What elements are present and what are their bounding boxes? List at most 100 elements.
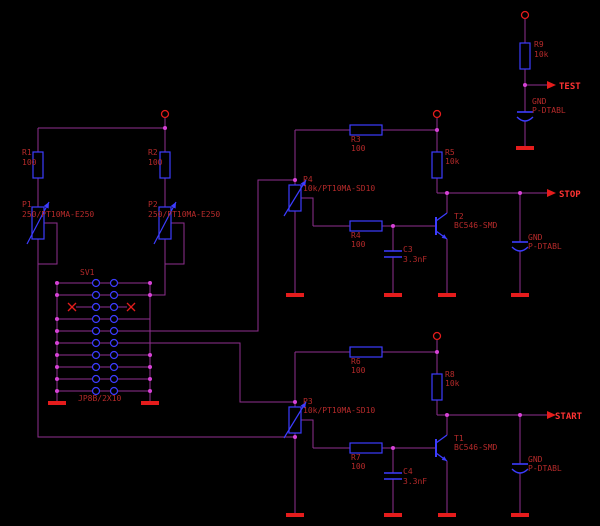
resistor-body[interactable] (519, 42, 531, 70)
resistor-R8[interactable] (431, 373, 443, 401)
component-label: R4 (351, 231, 361, 240)
supply-terminal[interactable] (432, 331, 442, 341)
connector-pin[interactable] (91, 326, 101, 336)
transistor-T1[interactable] (435, 434, 448, 462)
connector-pin[interactable] (91, 302, 101, 312)
resistor-body[interactable] (159, 151, 171, 179)
trimmer-P3[interactable] (283, 401, 307, 439)
resistor-R2[interactable] (159, 151, 171, 179)
wiper-arrow (153, 201, 177, 245)
connector-pin[interactable] (91, 362, 101, 372)
trimmer-P1[interactable] (26, 201, 50, 245)
resistor-R4[interactable] (349, 220, 383, 232)
pad-capacitor-gnd[interactable] (511, 241, 529, 252)
trimmer-body[interactable] (288, 406, 302, 434)
gnd-symbol[interactable] (511, 293, 529, 297)
connector-pin[interactable] (109, 290, 119, 300)
capacitor-C4[interactable] (384, 472, 402, 480)
resistor-body[interactable] (431, 373, 443, 401)
resistor-R7[interactable] (349, 442, 383, 454)
net-flag-arrow[interactable] (547, 80, 556, 90)
gnd-symbol[interactable] (286, 513, 304, 517)
resistor-body[interactable] (349, 124, 383, 136)
arrowhead (547, 410, 556, 420)
wiper-wire (165, 222, 185, 265)
cap-curved-plate (511, 246, 529, 252)
connector-pin[interactable] (91, 386, 101, 396)
pad-capacitor-gnd[interactable] (511, 463, 529, 474)
wire-layer (37, 19, 547, 513)
resistor-R5[interactable] (431, 151, 443, 179)
junction-dot (148, 389, 152, 393)
trimmer-P2[interactable] (153, 201, 177, 245)
junction-dot (293, 435, 297, 439)
connector-pin[interactable] (91, 290, 101, 300)
x-stroke (67, 302, 77, 312)
junction-dot (148, 293, 152, 297)
junction-dot (445, 413, 449, 417)
connector-pin[interactable] (91, 278, 101, 288)
gnd-symbol[interactable] (384, 513, 402, 517)
supply-terminal[interactable] (160, 109, 170, 119)
trimmer-P4[interactable] (283, 179, 307, 217)
resistor-R3[interactable] (349, 124, 383, 136)
cap-curved-plate (511, 468, 529, 474)
connector-pin[interactable] (109, 374, 119, 384)
junction-dot (55, 341, 59, 345)
connector-pin[interactable] (91, 350, 101, 360)
component-label: R3 (351, 135, 361, 144)
resistor-R6[interactable] (349, 346, 383, 358)
resistor-R9[interactable] (519, 42, 531, 70)
connector-pin[interactable] (109, 326, 119, 336)
net-flag-arrow[interactable] (547, 410, 556, 420)
net-flag-arrow[interactable] (547, 188, 556, 198)
connector-pin[interactable] (109, 314, 119, 324)
connector-SV1[interactable] (91, 278, 119, 396)
connector-pin[interactable] (109, 338, 119, 348)
component-label: P-DTABL (528, 464, 562, 473)
resistor-body[interactable] (349, 220, 383, 232)
component-label: P1 (22, 200, 32, 209)
arrowhead (441, 456, 447, 461)
junction-dot (391, 224, 395, 228)
supply-terminal[interactable] (432, 109, 442, 119)
component-label: R9 (534, 40, 544, 49)
pad-capacitor-gnd[interactable] (516, 111, 534, 122)
capacitor-C3[interactable] (384, 250, 402, 258)
gnd-symbol[interactable] (438, 513, 456, 517)
resistor-body[interactable] (349, 346, 383, 358)
gnd-symbol[interactable] (48, 401, 66, 405)
connector-pin[interactable] (91, 314, 101, 324)
component-label: T1 (454, 434, 464, 443)
gnd-symbol[interactable] (286, 293, 304, 297)
connector-pin[interactable] (109, 278, 119, 288)
connector-pin[interactable] (109, 362, 119, 372)
junction-dot (55, 377, 59, 381)
resistor-body[interactable] (431, 151, 443, 179)
junction-dot (435, 350, 439, 354)
connector-pin[interactable] (109, 386, 119, 396)
no-connect-x (67, 302, 77, 312)
connector-pin[interactable] (109, 302, 119, 312)
trimmer-body[interactable] (158, 206, 172, 240)
component-label: R1 (22, 148, 32, 157)
transistor-T2[interactable] (435, 212, 448, 240)
junction-dot (55, 281, 59, 285)
connector-pin[interactable] (91, 374, 101, 384)
resistor-body[interactable] (32, 151, 44, 179)
trimmer-body[interactable] (288, 184, 302, 212)
resistor-R1[interactable] (32, 151, 44, 179)
supply-terminal[interactable] (520, 10, 530, 20)
connector-pin[interactable] (91, 338, 101, 348)
resistor-body[interactable] (349, 442, 383, 454)
gnd-symbol[interactable] (516, 146, 534, 150)
component-label: P-DTABL (532, 106, 566, 115)
gnd-symbol[interactable] (438, 293, 456, 297)
trimmer-body[interactable] (31, 206, 45, 240)
gnd-symbol[interactable] (141, 401, 159, 405)
gnd-symbol[interactable] (384, 293, 402, 297)
connector-pin[interactable] (109, 350, 119, 360)
component-label: 3.3nF (403, 477, 427, 486)
gnd-symbol[interactable] (511, 513, 529, 517)
